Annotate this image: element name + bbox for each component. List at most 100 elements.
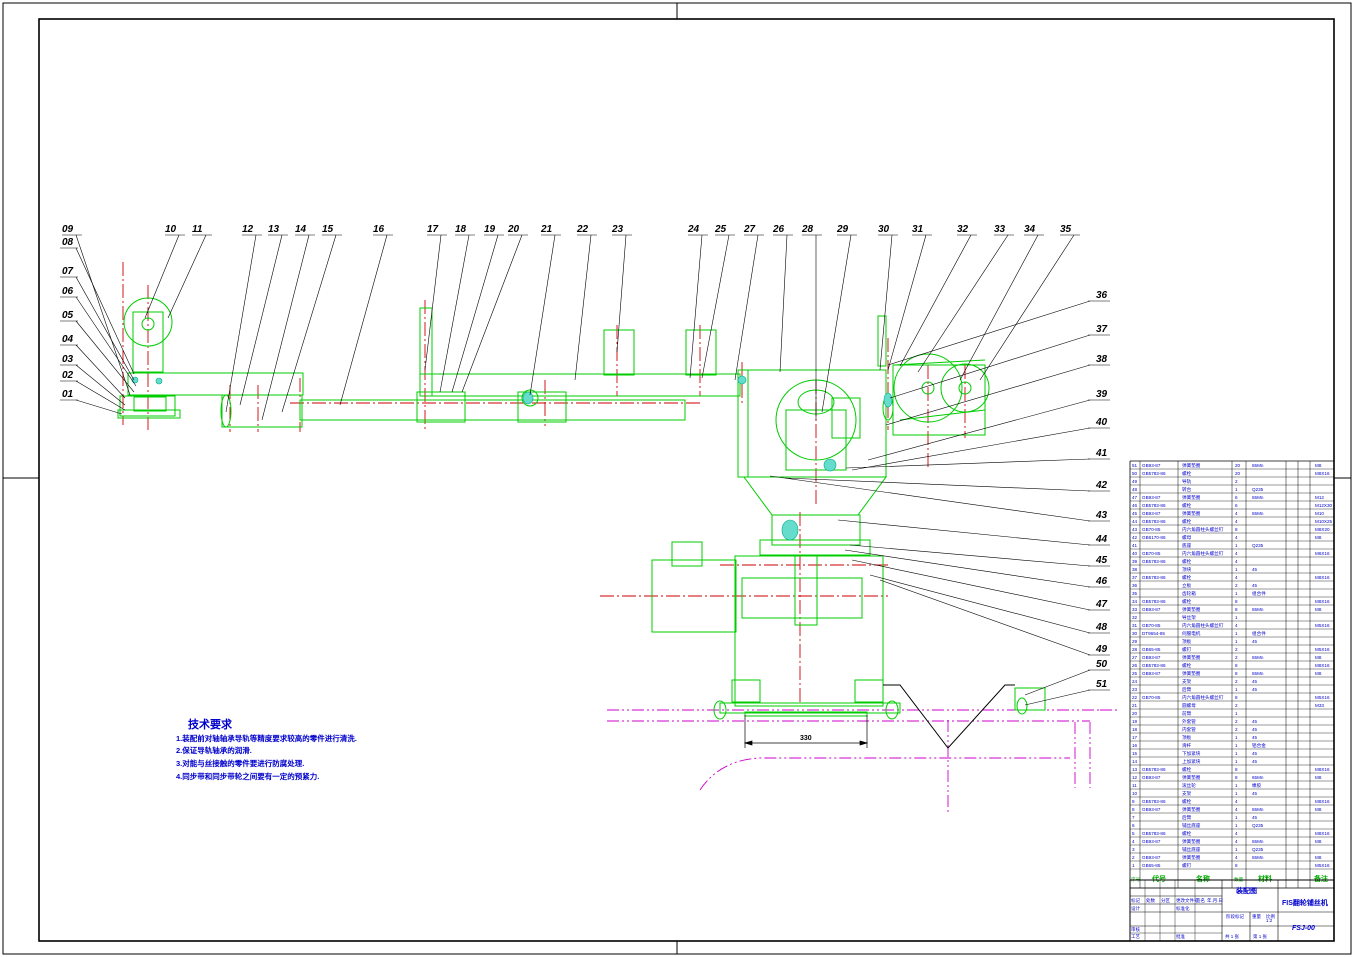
balloon-label: 46 xyxy=(1095,576,1108,587)
balloon-label: 47 xyxy=(1095,599,1108,610)
leader-line xyxy=(529,234,556,396)
leader-line xyxy=(461,234,523,393)
bom-cell: 1 xyxy=(1235,847,1238,852)
leader-line xyxy=(845,458,1091,469)
bom-cell: GB5783-86 xyxy=(1142,503,1166,508)
bom-cell: 下加紧块 xyxy=(1182,750,1201,757)
leader-line xyxy=(1024,689,1091,706)
bom-cell: 内六角圆柱头螺丝钉 xyxy=(1182,526,1224,533)
note-item-1: 1.装配前对轴轴承导轨等精度要求较高的零件进行清洗. xyxy=(176,733,357,743)
note-item-4: 4.同步带和同步带轮之间要有一定的预紧力. xyxy=(176,771,319,781)
bom-cell: 2 xyxy=(1235,479,1238,484)
bom-cell: 2 xyxy=(1132,855,1135,860)
bom-cell: 螺栓 xyxy=(1182,502,1192,509)
sheet-number: 第 1 张 xyxy=(1253,933,1268,940)
bom-cell: 材料 xyxy=(1257,874,1272,883)
bom-cell: M8X16 xyxy=(1315,575,1330,580)
leader-line xyxy=(75,364,126,406)
leader-line xyxy=(837,519,1091,546)
bom-cell: M8X16 xyxy=(1315,831,1330,836)
bom-cell: 导丝架 xyxy=(1182,614,1196,621)
linkage-lines xyxy=(883,684,1015,749)
bom-cell: M8X16 xyxy=(1315,599,1330,604)
bom-cell: 螺钉 xyxy=(1182,862,1192,869)
balloon-label: 45 xyxy=(1095,555,1108,566)
bom-cell: 后臂 xyxy=(1182,686,1192,693)
leader-line xyxy=(899,234,972,367)
balloon-label: 34 xyxy=(1024,224,1036,235)
bom-cell: 螺栓 xyxy=(1182,518,1192,525)
bom-cell: 11 xyxy=(1132,783,1137,788)
bom-cell: M12X30 xyxy=(1315,503,1333,508)
tb-label-11: 审核 xyxy=(1131,926,1140,933)
bom-cell: GB5783-86 xyxy=(1142,559,1166,564)
leader-line xyxy=(784,477,1091,492)
bom-cell: 65Mn xyxy=(1252,855,1264,860)
leader-line xyxy=(869,574,1091,634)
balloon-label: 38 xyxy=(1096,354,1108,365)
bom-cell: 23 xyxy=(1132,687,1138,692)
bom-cell: 顶块 xyxy=(1182,566,1192,573)
bom-cell: 弹簧垫圈 xyxy=(1182,462,1201,469)
bom-cell: 19 xyxy=(1132,719,1138,724)
tb-label-1: 处数 xyxy=(1146,897,1155,904)
bom-cell: 42 xyxy=(1132,535,1138,540)
leader-line xyxy=(424,234,442,371)
balloon-label: 13 xyxy=(268,224,280,235)
bom-cell: 1 xyxy=(1235,751,1238,756)
bom-cell: 1 xyxy=(1235,815,1238,820)
bom-cell: 45 xyxy=(1252,815,1258,820)
bom-cell: 顶板 xyxy=(1182,638,1192,645)
bom-cell: 齿轮箱 xyxy=(1182,590,1196,597)
bom-cell: 17 xyxy=(1132,735,1138,740)
bom-cell: 45 xyxy=(1252,751,1258,756)
balloon-label: 19 xyxy=(484,224,496,235)
leader-line xyxy=(851,559,1091,611)
bom-cell: M5X16 xyxy=(1315,623,1330,628)
bom-cell: 弹簧垫圈 xyxy=(1182,510,1201,517)
bom-cell: 1 xyxy=(1235,639,1238,644)
tb-label-7: 标准化 xyxy=(1176,905,1190,912)
bom-cell: 螺钉 xyxy=(1182,646,1192,653)
bom-cell: 65Mn xyxy=(1252,463,1264,468)
bom-cell: 43 xyxy=(1132,527,1138,532)
balloon-label: 37 xyxy=(1096,324,1108,335)
balloon-label: 03 xyxy=(62,354,74,365)
bom-cell: 8 xyxy=(1235,775,1238,780)
bom-cell: 49 xyxy=(1132,479,1138,484)
bom-cell: 4 xyxy=(1235,551,1238,556)
balloon-label: 36 xyxy=(1096,290,1108,301)
bom-cell: M5X16 xyxy=(1315,695,1330,700)
leader-lines xyxy=(60,234,1110,706)
bom-cell: 2 xyxy=(1235,719,1238,724)
bom-cell: 48 xyxy=(1132,487,1138,492)
bom-cell: M33 xyxy=(1315,703,1324,708)
bom-cell: 1 xyxy=(1235,615,1238,620)
bom-cell: GB93-87 xyxy=(1142,671,1161,676)
leader-line xyxy=(979,234,1075,381)
leader-line xyxy=(75,380,126,411)
bom-cell: GB93-87 xyxy=(1142,775,1161,780)
bom-cell: 4 xyxy=(1235,519,1238,524)
bom-cell: 45 xyxy=(1252,791,1258,796)
bom-cell: 前臂 xyxy=(1182,710,1192,717)
bom-cell: 10 xyxy=(1132,791,1138,796)
bom-cell: 29 xyxy=(1132,639,1138,644)
bom-cell: 22 xyxy=(1132,695,1138,700)
balloon-label: 22 xyxy=(576,224,589,235)
bom-cell: GB93-87 xyxy=(1142,607,1161,612)
bom-cell: 18 xyxy=(1132,727,1138,732)
bom-cell: 36 xyxy=(1132,583,1138,588)
bom-cell: 后臂 xyxy=(1182,814,1192,821)
leader-line xyxy=(844,549,1091,588)
bom-cell: 内六角圆柱头螺丝钉 xyxy=(1182,694,1224,701)
note-item-3: 3.对能与丝接触的零件要进行防腐处理. xyxy=(176,758,304,768)
bom-cell: 8 xyxy=(1235,863,1238,868)
bom-cell: 33 xyxy=(1132,607,1138,612)
bom-cell: 弹簧垫圈 xyxy=(1182,606,1201,613)
tb-label-4: 签名 xyxy=(1196,897,1205,904)
machine-parts xyxy=(117,297,1046,720)
bom-cell: 底座 xyxy=(1182,542,1192,549)
bom-cell: 39 xyxy=(1132,559,1138,564)
